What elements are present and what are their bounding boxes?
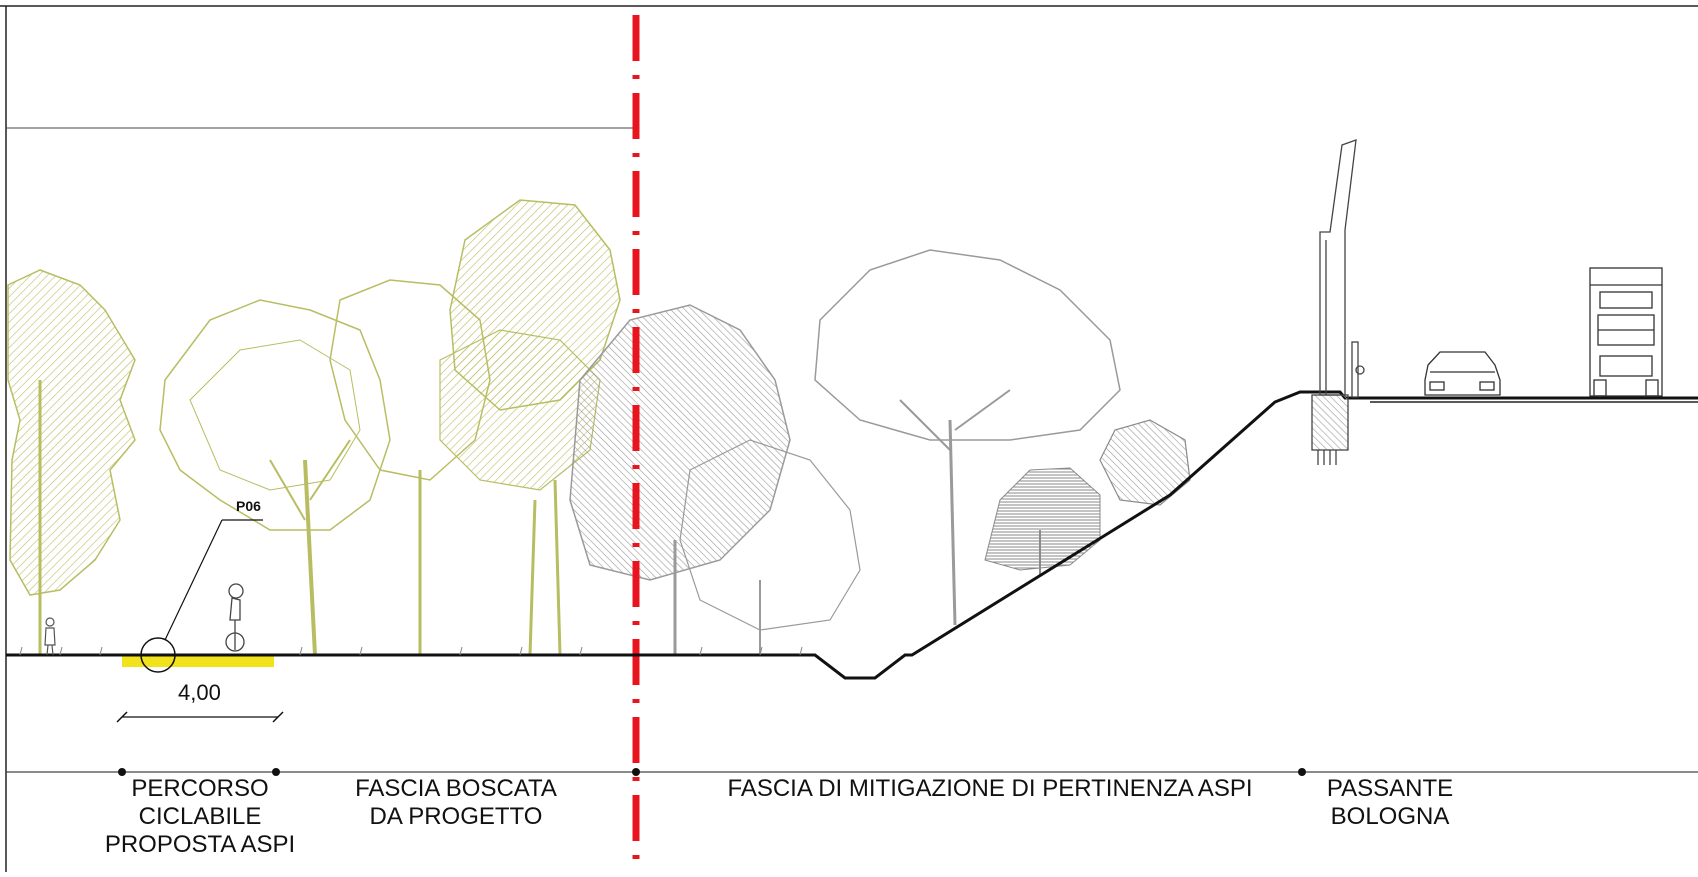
pedestrian-icon [44, 617, 56, 656]
zone-label-passante: PASSANTE BOLOGNA [1326, 775, 1454, 830]
callout-code: P06 [236, 498, 261, 514]
noise-barrier-icon [1311, 139, 1365, 465]
grass-ticks [19, 646, 803, 656]
ground-profile [6, 390, 1698, 680]
truck-icon [1589, 267, 1663, 397]
tree-existing-left [7, 269, 136, 655]
callout-p06 [140, 519, 263, 673]
tree-existing-grey-1 [569, 304, 861, 655]
shrub-existing-2 [1099, 419, 1191, 506]
tree-project-2 [329, 199, 621, 656]
cyclist-icon [225, 583, 245, 652]
zone-label-wooded-strip: FASCIA BOSCATA DA PROGETTO [355, 775, 557, 830]
dimension-label: 4,00 [178, 680, 221, 705]
zone-baseline [6, 768, 1698, 776]
zone-label-cycle-path: PERCORSO CICLABILE PROPOSTA ASPI [104, 775, 296, 858]
dimension-line [116, 711, 284, 723]
shrub-existing-1 [984, 467, 1101, 575]
tree-existing-grey-2 [814, 249, 1121, 626]
zone-label-mitigation-strip: FASCIA DI MITIGAZIONE DI PERTINENZA ASPI [727, 775, 1253, 802]
tree-project-1 [159, 299, 391, 656]
cycle-path-surface [122, 655, 274, 667]
frame [0, 5, 1698, 872]
car-icon [1424, 351, 1501, 396]
